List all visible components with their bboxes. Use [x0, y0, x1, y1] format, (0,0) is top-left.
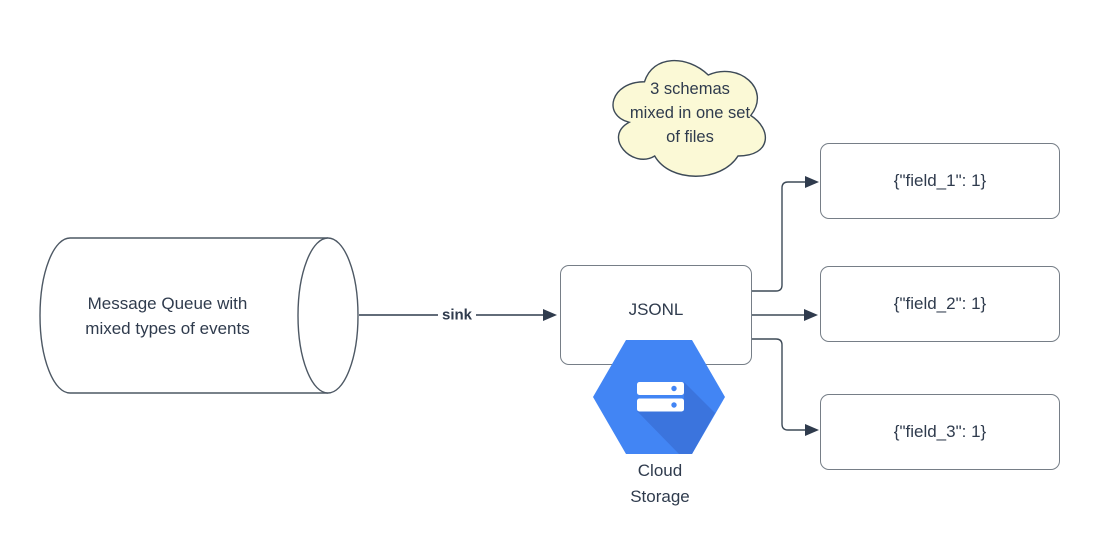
sink-edge-label: sink	[437, 305, 477, 325]
connector-line	[752, 338, 805, 431]
message-queue-label-line2: mixed types of events	[85, 319, 250, 338]
connector-jsonl-to-field3	[752, 338, 819, 436]
jsonl-node: JSONL	[560, 265, 752, 365]
note-cloud-line3: of files	[666, 128, 714, 146]
note-cloud-shape	[612, 59, 766, 177]
note-cloud-line1: 3 schemas	[650, 80, 730, 98]
arrowhead-icon	[805, 176, 819, 188]
output-node-field2: {"field_2": 1}	[820, 266, 1060, 342]
cylinder-body	[39, 237, 328, 394]
connector-line	[752, 181, 805, 292]
cloud-storage-label-line2: Storage	[630, 487, 690, 506]
arrowhead-icon	[805, 424, 819, 436]
sink-arrowhead-icon	[543, 309, 557, 321]
message-queue-label: Message Queue with mixed types of events	[60, 291, 275, 341]
cloud-icon	[612, 59, 766, 177]
cloud-storage-label: Cloud Storage	[595, 458, 725, 510]
output-node-label: {"field_2": 1}	[893, 294, 987, 313]
connector-jsonl-to-field1	[752, 176, 819, 292]
output-node-field3: {"field_3": 1}	[820, 394, 1060, 470]
connector-jsonl-to-field2	[752, 309, 818, 321]
jsonl-node-label: JSONL	[628, 300, 684, 319]
cylinder-end-cap	[297, 237, 359, 394]
arrowhead-icon	[804, 309, 818, 321]
output-node-label: {"field_1": 1}	[893, 171, 987, 190]
note-cloud-label: 3 schemas mixed in one set of files	[610, 77, 770, 149]
output-node-field1: {"field_1": 1}	[820, 143, 1060, 219]
cloud-storage-label-line1: Cloud	[637, 461, 683, 480]
output-node-label: {"field_3": 1}	[893, 422, 987, 441]
message-queue-label-line1: Message Queue with	[87, 294, 248, 313]
note-cloud-line2: mixed in one set	[629, 104, 751, 122]
message-queue-cylinder	[39, 237, 359, 394]
